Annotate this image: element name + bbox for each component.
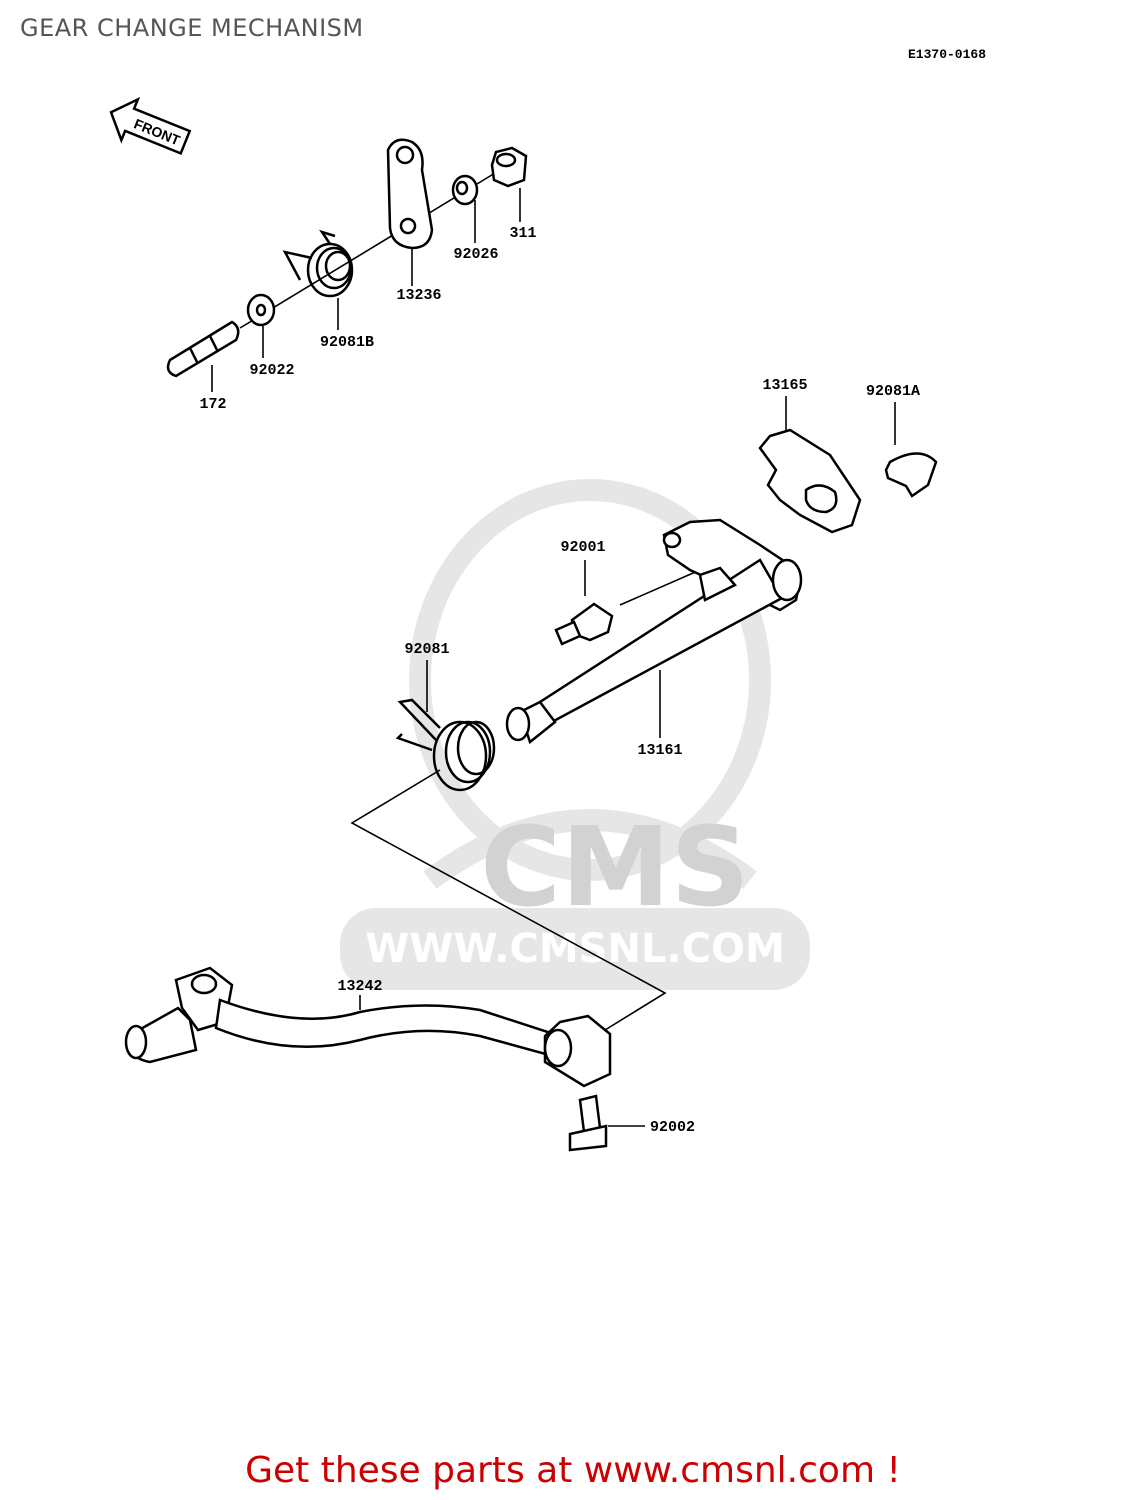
part-label: 92081 [404, 641, 449, 658]
part-label: 13161 [637, 742, 682, 759]
part-label: 172 [199, 396, 226, 413]
part-label: 13236 [396, 287, 441, 304]
part-label: 92081A [866, 383, 920, 400]
collar-92026 [451, 174, 479, 206]
part-label: 13165 [762, 377, 807, 394]
clip-92081a [884, 452, 938, 498]
watermark-url-plate [340, 908, 810, 990]
part-labels: 311 92026 13236 92081B 92022 172 13165 9… [199, 225, 920, 1136]
watermark [409, 479, 771, 889]
part-label: 92026 [453, 246, 498, 263]
spring-92081 [395, 698, 496, 792]
lever-13236 [386, 138, 434, 250]
promo-link[interactable]: Get these parts at www.cmsnl.com ! [245, 1450, 901, 1491]
watermark-url: WWW.CMSNL.COM [365, 926, 785, 972]
washer-92022 [246, 293, 276, 327]
front-arrow-icon: FRONT [109, 96, 192, 155]
plate-13165 [758, 428, 862, 534]
part-label: 92081B [320, 334, 374, 351]
stud-172 [166, 320, 240, 378]
page-title: GEAR CHANGE MECHANISM [20, 14, 364, 42]
part-label: 13242 [337, 978, 382, 995]
diagram-code: E1370-0168 [908, 47, 987, 62]
part-label: 92001 [560, 539, 605, 556]
part-label: 92002 [650, 1119, 695, 1136]
nut-311 [490, 146, 528, 188]
bolt-92001 [554, 602, 614, 646]
bolt-92002 [568, 1094, 608, 1152]
shaft-13161 [505, 518, 803, 745]
pedal-13242 [124, 966, 612, 1088]
leader-lines [211, 169, 896, 1127]
spring-92081b [282, 229, 354, 298]
part-label: 311 [509, 225, 536, 242]
watermark-brand: CMS [480, 803, 749, 931]
part-label: 92022 [249, 362, 294, 379]
